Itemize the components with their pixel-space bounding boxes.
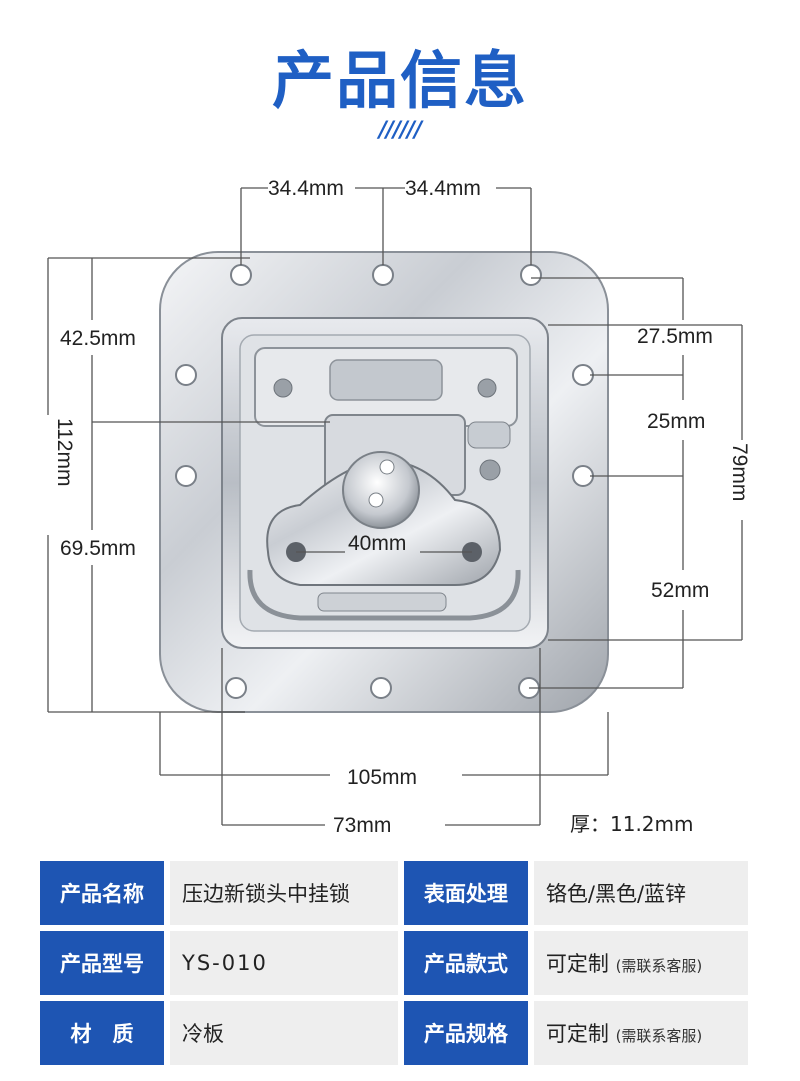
spec-note: (需联系客服) xyxy=(615,1027,703,1045)
spec-label: 表面处理 xyxy=(403,861,528,925)
spec-value: 可定制 (需联系客服) xyxy=(533,1001,748,1065)
dim-left-lower: 69.5mm xyxy=(60,537,136,560)
thickness-label: 厚：11.2mm xyxy=(570,812,694,836)
spec-label: 产品型号 xyxy=(40,931,164,995)
spec-value: 压边新锁头中挂锁 xyxy=(170,861,398,925)
spec-label: 产品款式 xyxy=(403,931,528,995)
dimension-lines xyxy=(47,187,743,826)
spec-value-text: 可定制 xyxy=(545,952,609,976)
dim-inner-span: 40mm xyxy=(348,532,406,555)
spec-table: 产品名称 压边新锁头中挂锁 表面处理 铬色/黑色/蓝锌 产品型号 YS-010 … xyxy=(34,855,754,1071)
spec-label: 产品名称 xyxy=(40,861,164,925)
mounting-holes xyxy=(175,264,594,699)
spec-value-text: 铬色/黑色/蓝锌 xyxy=(545,882,687,906)
spec-value-text: 可定制 xyxy=(545,1022,609,1046)
table-row: 材 质 冷板 产品规格 可定制 (需联系客服) xyxy=(40,1001,748,1065)
dim-left-total: 112mm xyxy=(53,418,76,486)
table-row: 产品型号 YS-010 产品款式 可定制 (需联系客服) xyxy=(40,931,748,995)
spec-value: 冷板 xyxy=(170,1001,398,1065)
spec-label: 产品规格 xyxy=(403,1001,528,1065)
latch-wire-bail xyxy=(247,569,521,621)
dim-right-total: 79mm xyxy=(728,443,751,501)
dim-bottom-inner: 73mm xyxy=(333,814,391,837)
title-decoration: ////// xyxy=(378,118,422,143)
spec-note: (需联系客服) xyxy=(615,957,703,975)
spec-label: 材 质 xyxy=(40,1001,164,1065)
dim-right-middle: 25mm xyxy=(647,410,705,433)
dim-bottom-outer: 105mm xyxy=(347,766,417,789)
dim-left-upper: 42.5mm xyxy=(60,327,136,350)
dim-right-upper: 27.5mm xyxy=(637,325,713,348)
latch-image xyxy=(159,251,609,713)
dim-top-left: 34.4mm xyxy=(268,177,344,200)
dim-right-lower: 52mm xyxy=(651,579,709,602)
dim-top-right: 34.4mm xyxy=(405,177,481,200)
latch-hub xyxy=(342,451,420,529)
table-row: 产品名称 压边新锁头中挂锁 表面处理 铬色/黑色/蓝锌 xyxy=(40,861,748,925)
spec-value: 铬色/黑色/蓝锌 xyxy=(533,861,748,925)
page-title: 产品信息 xyxy=(271,44,528,117)
spec-value: 可定制 (需联系客服) xyxy=(533,931,748,995)
latch-dimension-drawing: 34.4mm 34.4mm 42.5mm 112mm 69.5mm 27.5mm… xyxy=(47,177,751,837)
spec-value-model: YS-010 xyxy=(170,931,398,995)
